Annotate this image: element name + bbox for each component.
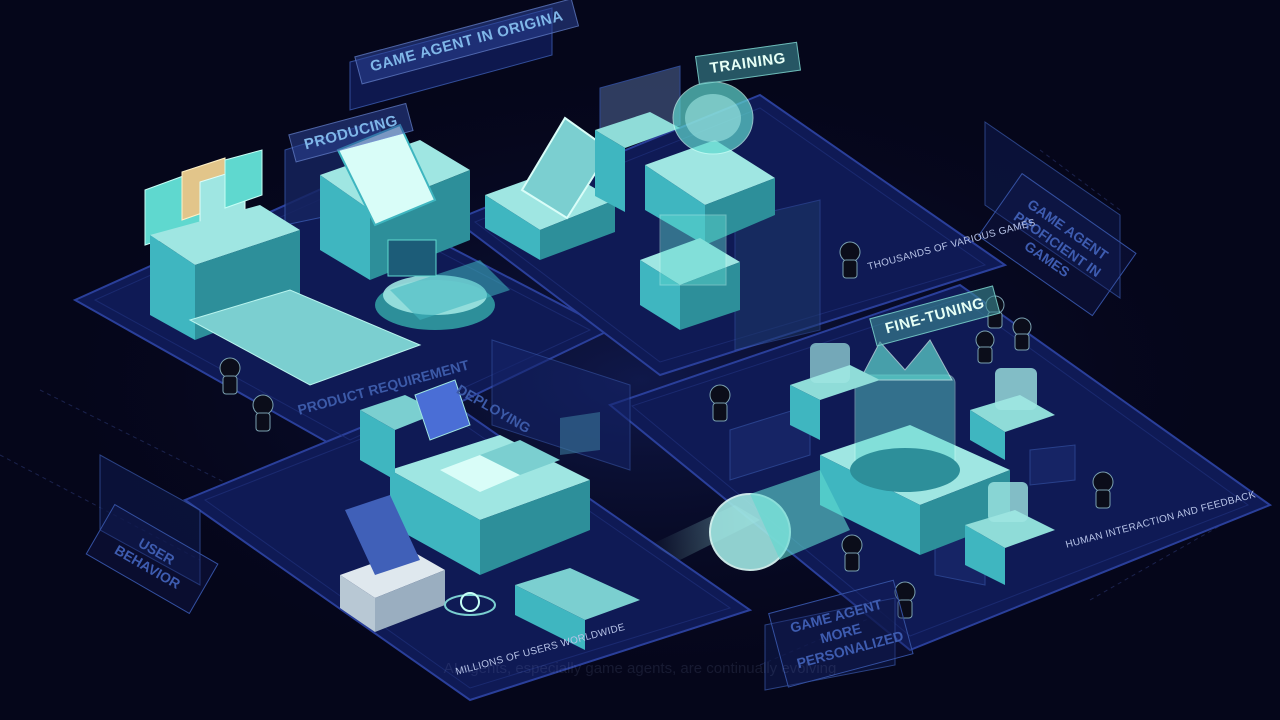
finetuning-machines (650, 339, 1055, 585)
deploying-machines (340, 379, 640, 650)
producing-machines (144, 123, 510, 386)
caption: AI agents, especially game agents, are c… (443, 660, 837, 677)
training-machines (485, 81, 775, 330)
agent-figures (219, 241, 1114, 619)
